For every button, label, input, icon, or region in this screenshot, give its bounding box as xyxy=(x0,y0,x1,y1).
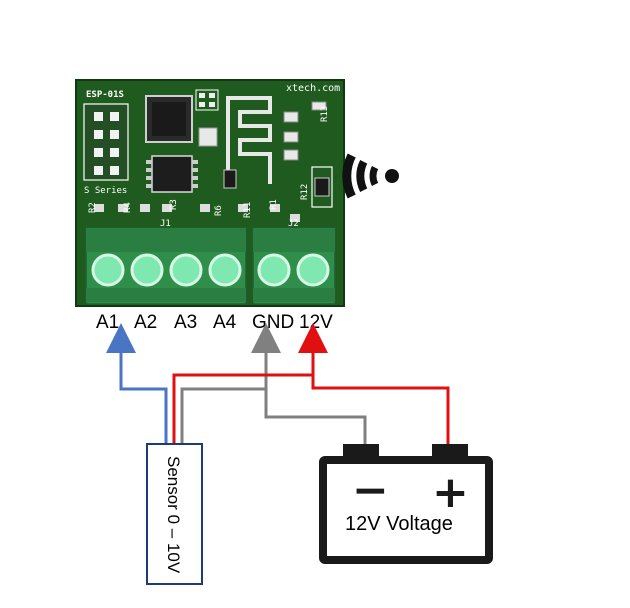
sensor-box: Sensor 0 – 10V xyxy=(146,443,203,585)
plus-icon: + xyxy=(432,467,469,518)
smd-resistor-row xyxy=(94,204,300,222)
brand-label: xtech.com xyxy=(286,83,340,94)
resistor-r12-footprint xyxy=(311,166,333,208)
label-r3: R3 xyxy=(169,199,179,210)
label-j1: J1 xyxy=(160,219,171,229)
led-3 xyxy=(283,149,299,161)
microcontroller-chip xyxy=(145,95,193,143)
pin-header xyxy=(83,103,129,181)
sensor-label: Sensor 0 – 10V xyxy=(164,456,183,574)
screw-a3 xyxy=(169,253,203,287)
screw-a1 xyxy=(91,253,125,287)
screw-a4 xyxy=(208,253,242,287)
terminal-label-a3: A3 xyxy=(174,312,197,333)
battery-label: 12V Voltage xyxy=(345,513,453,535)
terminal-block-j1 xyxy=(85,227,247,305)
terminal-block-j2 xyxy=(252,227,336,305)
power-wire-sensor xyxy=(172,373,313,444)
power-wire-battery xyxy=(311,375,450,446)
small-array xyxy=(195,89,219,111)
terminal-label-a1: A1 xyxy=(96,312,119,333)
label-r2: R2 xyxy=(88,202,98,213)
terminal-label-gnd: GND xyxy=(252,312,294,333)
label-j2: J2 xyxy=(288,219,299,229)
ground-wire-sensor xyxy=(180,323,281,444)
crystal xyxy=(198,127,218,147)
terminal-label-a4: A4 xyxy=(213,312,237,333)
label-r1: R1 xyxy=(269,199,279,210)
label-r12: R12 xyxy=(300,184,310,200)
label-r4: R4 xyxy=(123,202,133,213)
terminal-label-12v: 12V xyxy=(299,312,333,333)
battery-terminal-negative xyxy=(343,444,379,456)
module-name: ESP-01S xyxy=(86,90,124,100)
pcb-antenna xyxy=(226,96,272,184)
label-r6: R6 xyxy=(214,205,224,216)
transistor xyxy=(223,169,237,189)
pcb-board: ESP-01S S Series xtech.com xyxy=(75,79,345,307)
signal-wire-a1 xyxy=(106,323,168,444)
screw-a2 xyxy=(130,253,164,287)
battery-terminal-positive xyxy=(432,444,468,456)
soic-chip xyxy=(146,155,198,193)
minus-icon: − xyxy=(352,465,389,516)
led-1 xyxy=(283,111,299,123)
screw-12v xyxy=(296,253,330,287)
wifi-signal-icon xyxy=(342,153,399,199)
screw-gnd xyxy=(257,253,291,287)
led-2 xyxy=(283,131,299,143)
label-r11: R11 xyxy=(243,202,253,218)
ground-wire-battery xyxy=(264,389,367,446)
label-r13: R13 xyxy=(320,106,330,122)
terminal-label-a2: A2 xyxy=(134,312,157,333)
battery: − + 12V Voltage xyxy=(319,444,493,564)
series-label: S Series xyxy=(84,186,127,196)
